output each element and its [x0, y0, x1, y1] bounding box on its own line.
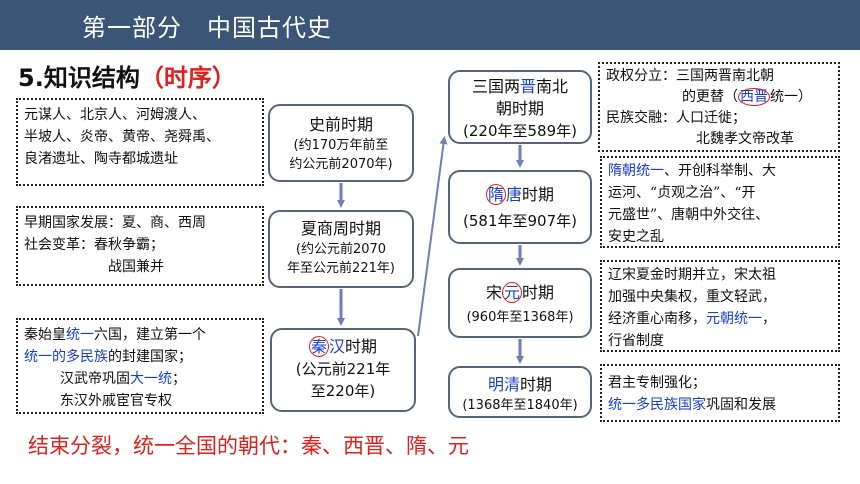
- period-qinhan-sub1: (公元前221年: [295, 360, 391, 378]
- period-mingqing-name: 明清时期: [450, 374, 590, 396]
- note-qinhan-l3b: 大一统: [130, 371, 172, 387]
- period-mingqing: 明清时期 (1368年至1840年): [448, 366, 592, 418]
- note-qinhan-l1b: 统一: [66, 327, 94, 343]
- note-xsz-line1: 早期国家发展：夏、商、西周: [24, 215, 206, 231]
- note-songyuan-line2: 加强中央集权，重文轻武，: [608, 289, 776, 305]
- note-xsz-line2: 社会变革：春秋争霸；: [24, 237, 164, 253]
- note-qinhan-l1a: 秦始皇: [24, 327, 66, 343]
- note-suitang-line3: 元盛世”、唐朝中外交往、: [608, 207, 770, 223]
- note-sanguo-l2a: 的更替（: [682, 89, 738, 105]
- note-sanguo-line4: 北魏孝文帝改革: [696, 131, 794, 147]
- section-title-sub: （时序）: [139, 64, 236, 92]
- period-sanguo-a: 三国两: [471, 77, 520, 96]
- note-qinhan-line1: 秦始皇统一六国，建立第一个: [24, 324, 256, 346]
- period-xsz-sub2: 年至公元前221年): [287, 261, 395, 276]
- note-sanguo-line1: 政权分立：三国两晋南北朝: [606, 68, 774, 84]
- note-suitang-line2: 运河、“贞观之治”、“开: [608, 185, 756, 201]
- period-songyuan-sub: (960年至1368年): [466, 310, 574, 325]
- period-qinhan-name: 秦汉时期: [272, 336, 414, 358]
- note-qinhan-line3: 汉武帝巩固大一统；: [24, 368, 256, 390]
- period-prehistoric-sub2: 约公元前2070年): [289, 157, 393, 172]
- period-mingqing-sub: (1368年至1840年): [462, 398, 578, 413]
- note-sanguo-xijin: 西晋: [738, 88, 770, 106]
- period-sanguo-name2: 朝时期: [495, 99, 544, 118]
- period-qinhan-han: 汉: [328, 337, 345, 356]
- period-mingqing-mq: 明清: [487, 375, 520, 394]
- period-songyuan-name: 宋元时期: [450, 282, 590, 304]
- note-qinhan-l3a: 汉武帝巩固: [60, 371, 130, 387]
- note-songyuan-l3a: 经济重心南移，: [608, 311, 706, 327]
- note-qinhan-l2b: 的封建国家；: [108, 349, 192, 365]
- note-sanguo-line2: 的更替（西晋统一）: [606, 87, 832, 108]
- note-qinhan-l3c: ；: [172, 371, 186, 387]
- note-mingqing-l2b: 巩固和发展: [706, 397, 776, 413]
- note-suitang-l1a: 隋朝统一: [608, 163, 664, 179]
- note-songyuan-line4: 行省制度: [608, 333, 664, 349]
- note-prehistoric: 元谋人、北京人、河姆渡人、 半坡人、炎帝、黄帝、尧舜禹、 良渚遗址、陶寺都城遗址: [16, 98, 264, 186]
- note-sanguo: 政权分立：三国两晋南北朝 的更替（西晋统一） 民族交融：人口迁徙； 北魏孝文帝改…: [598, 62, 840, 152]
- period-prehistoric-name: 史前时期: [308, 115, 373, 134]
- header-bar: 第一部分 中国古代史: [0, 0, 860, 50]
- period-xsz-name: 夏商周时期: [300, 219, 381, 238]
- period-sanguo: 三国两晋南北 朝时期 (220年至589年): [448, 70, 592, 144]
- note-sanguo-l2c: 统一）: [770, 89, 812, 105]
- note-xsz-line3: 战国兼并: [108, 259, 164, 275]
- period-qinhan-sub2: 至220年): [310, 382, 376, 400]
- period-suitang-sub: (581年至907年): [463, 212, 577, 230]
- note-suitang-line4: 安史之乱: [608, 229, 664, 245]
- period-prehistoric-sub1: (约170万年前至: [293, 138, 389, 153]
- note-suitang-l1b: 、开创科举制、大: [664, 163, 776, 179]
- note-songyuan-line3: 经济重心南移，元朝统一，: [608, 308, 832, 330]
- period-suitang-sui: 隋: [485, 184, 506, 205]
- arrow-qinhan-to-sanguo: [417, 136, 448, 337]
- period-suitang-suffix: 时期: [522, 185, 555, 204]
- note-sanguo-line3: 民族交融：人口迁徙；: [606, 110, 746, 126]
- period-songyuan-song: 宋: [485, 283, 502, 302]
- note-suitang: 隋朝统一、开创科举制、大 运河、“贞观之治”、“开 元盛世”、唐朝中外交往、 安…: [600, 156, 840, 248]
- note-mingqing-line1: 君主专制强化；: [608, 375, 706, 391]
- note-suitang-line1: 隋朝统一、开创科举制、大: [608, 160, 832, 182]
- header-title: 第一部分 中国古代史: [82, 14, 332, 42]
- note-mingqing: 君主专制强化； 统一多民族国家巩固和发展: [600, 364, 840, 422]
- period-sanguo-name1: 三国两晋南北: [450, 76, 590, 98]
- note-qinhan: 秦始皇统一六国，建立第一个 统一的多民族的封建国家； 汉武帝巩固大一统； 东汉外…: [16, 318, 264, 414]
- period-sanguo-sub: (220年至589年): [463, 122, 577, 140]
- note-mingqing-l2a: 统一多民族国家: [608, 397, 706, 413]
- note-prehistoric-line3: 良渚遗址、陶寺都城遗址: [24, 151, 178, 167]
- footer-summary: 结束分裂，统一全国的朝代：秦、西晋、隋、元: [28, 434, 469, 458]
- period-suitang-tang: 唐: [505, 185, 522, 204]
- period-qinhan-suffix: 时期: [345, 337, 378, 356]
- period-sanguo-c: 南北: [536, 77, 569, 96]
- period-songyuan: 宋元时期 (960年至1368年): [448, 268, 592, 338]
- period-suitang: 隋唐时期 (581年至907年): [448, 170, 592, 244]
- section-title: 5.知识结构（时序）: [18, 58, 236, 93]
- period-prehistoric: 史前时期 (约170万年前至 约公元前2070年): [268, 104, 414, 182]
- period-songyuan-suffix: 时期: [522, 283, 555, 302]
- note-xsz: 早期国家发展：夏、商、西周 社会变革：春秋争霸； 战国兼并: [16, 206, 264, 286]
- period-xsz-sub1: (约公元前2070: [295, 242, 387, 257]
- period-qinhan: 秦汉时期 (公元前221年 至220年): [270, 328, 416, 412]
- section-title-main: 5.知识结构: [18, 64, 140, 92]
- note-prehistoric-line2: 半坡人、炎帝、黄帝、尧舜禹、: [24, 129, 220, 145]
- note-songyuan-l3c: ，: [762, 311, 776, 327]
- note-songyuan: 辽宋夏金时期并立，宋太祖 加强中央集权，重文轻武， 经济重心南移，元朝统一， 行…: [600, 260, 840, 352]
- note-qinhan-line2: 统一的多民族的封建国家；: [24, 346, 256, 368]
- note-songyuan-l3b: 元朝统一: [706, 311, 762, 327]
- note-mingqing-line2: 统一多民族国家巩固和发展: [608, 394, 832, 416]
- note-prehistoric-line1: 元谋人、北京人、河姆渡人、: [24, 107, 206, 123]
- note-qinhan-l2a: 统一的多民族: [24, 349, 108, 365]
- note-qinhan-l1c: 六国，建立第一个: [94, 327, 206, 343]
- period-mingqing-suffix: 时期: [520, 375, 553, 394]
- period-qinhan-qin: 秦: [308, 336, 329, 357]
- note-qinhan-line4: 东汉外戚宦官专权: [60, 393, 172, 409]
- period-songyuan-yuan: 元: [501, 282, 522, 303]
- period-xsz: 夏商周时期 (约公元前2070 年至公元前221年): [268, 210, 414, 288]
- note-songyuan-line1: 辽宋夏金时期并立，宋太祖: [608, 267, 776, 283]
- period-sanguo-jin: 晋: [519, 77, 536, 96]
- period-suitang-name: 隋唐时期: [450, 184, 590, 206]
